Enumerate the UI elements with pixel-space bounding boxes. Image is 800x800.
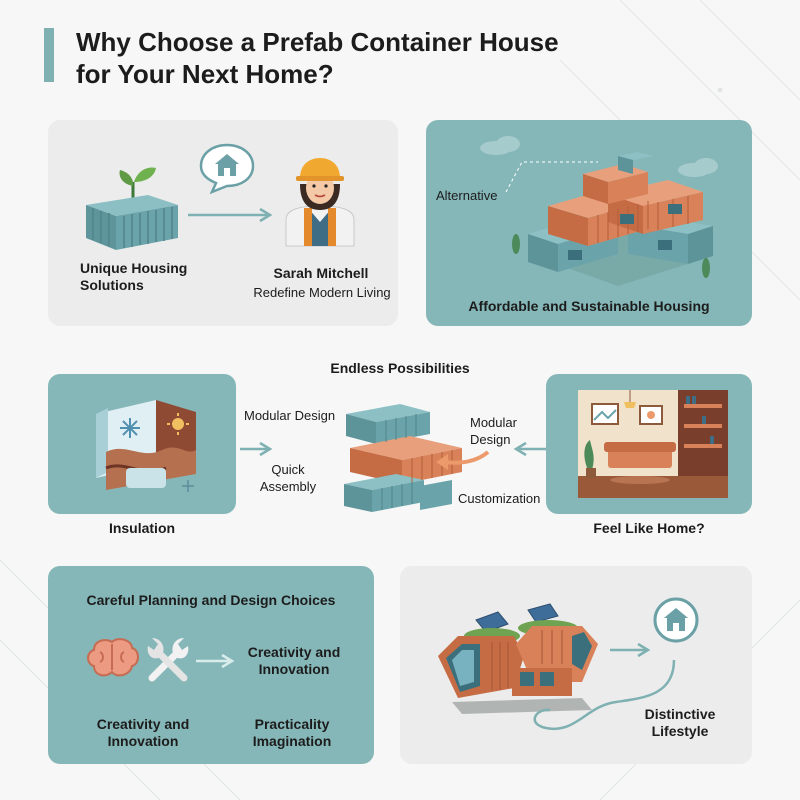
living-room-illustration [578,390,728,498]
path-connector [533,642,676,731]
arrow-left-to-center [240,441,273,457]
person-caption: Redefine Modern Living [253,285,391,300]
practicality-imagination: Practicality Imagination [252,716,332,749]
home-icon [215,154,239,176]
endless-possibilities-heading: Endless Possibilities [330,360,470,376]
careful-planning-heading: Careful Planning and Design Choices [86,592,336,608]
solar-panel-icon [475,603,559,633]
arrow-right-to-center [513,441,546,457]
page-title: Why Choose a Prefab Container House for … [76,26,636,90]
quick-assembly-label: Quick Assembly [259,462,317,494]
customization-label: Customization [458,491,541,506]
home-circle-icon [653,597,699,643]
container-complex-illustration [512,152,713,286]
panel-unique-housing: Unique Housing Solutions Sarah Mitchell … [48,120,398,326]
sun-icon [167,413,189,435]
panel-affordable-housing: Alternative Affordable and Sustainable H… [426,120,752,326]
wrench-icon [147,638,189,682]
distinctive-lifestyle-caption: Distinctive Lifestyle [644,706,716,739]
page-title-line1: Why Choose a Prefab Container House [76,27,559,57]
brain-icon [87,638,139,677]
panel-insulation [48,374,236,514]
page-title-line2: for Your Next Home? [76,59,334,89]
person-avatar [285,158,355,247]
insulation-caption: Insulation [108,520,176,536]
panel-careful-planning: Careful Planning and Design Choices Crea… [48,566,374,764]
home-speech-bubble [199,143,255,195]
affordable-housing-caption: Affordable and Sustainable Housing [468,298,710,314]
creativity-innovation-bottom: Creativity and Innovation [96,716,190,749]
person-name: Sarah Mitchell [273,265,369,281]
creativity-innovation-right: Creativity and Innovation [247,644,341,677]
clouds-decoration [480,136,718,177]
snowflake-icon [120,418,140,438]
plant-icon [119,167,156,198]
unique-housing-label: Unique Housing Solutions [80,260,188,293]
callout-line [505,161,598,193]
arrow-to-creativity [196,653,235,669]
title-accent-bar [44,28,54,82]
home-icon [664,608,688,631]
alternative-callout: Alternative [436,188,498,203]
orange-curved-arrow [436,450,490,470]
insulation-illustration [96,400,196,492]
panel-distinctive-lifestyle: Distinctive Lifestyle [400,566,752,764]
modular-design-right-label: Modular Design [470,415,517,447]
arrow-connector [188,207,273,223]
modular-design-left-label: Modular Design [244,408,336,423]
container-with-plant-illustration [86,167,178,250]
feel-like-home-caption: Feel Like Home? [593,520,705,536]
hexagon-container-house-illustration [438,603,598,714]
panel-feel-like-home [546,374,752,514]
